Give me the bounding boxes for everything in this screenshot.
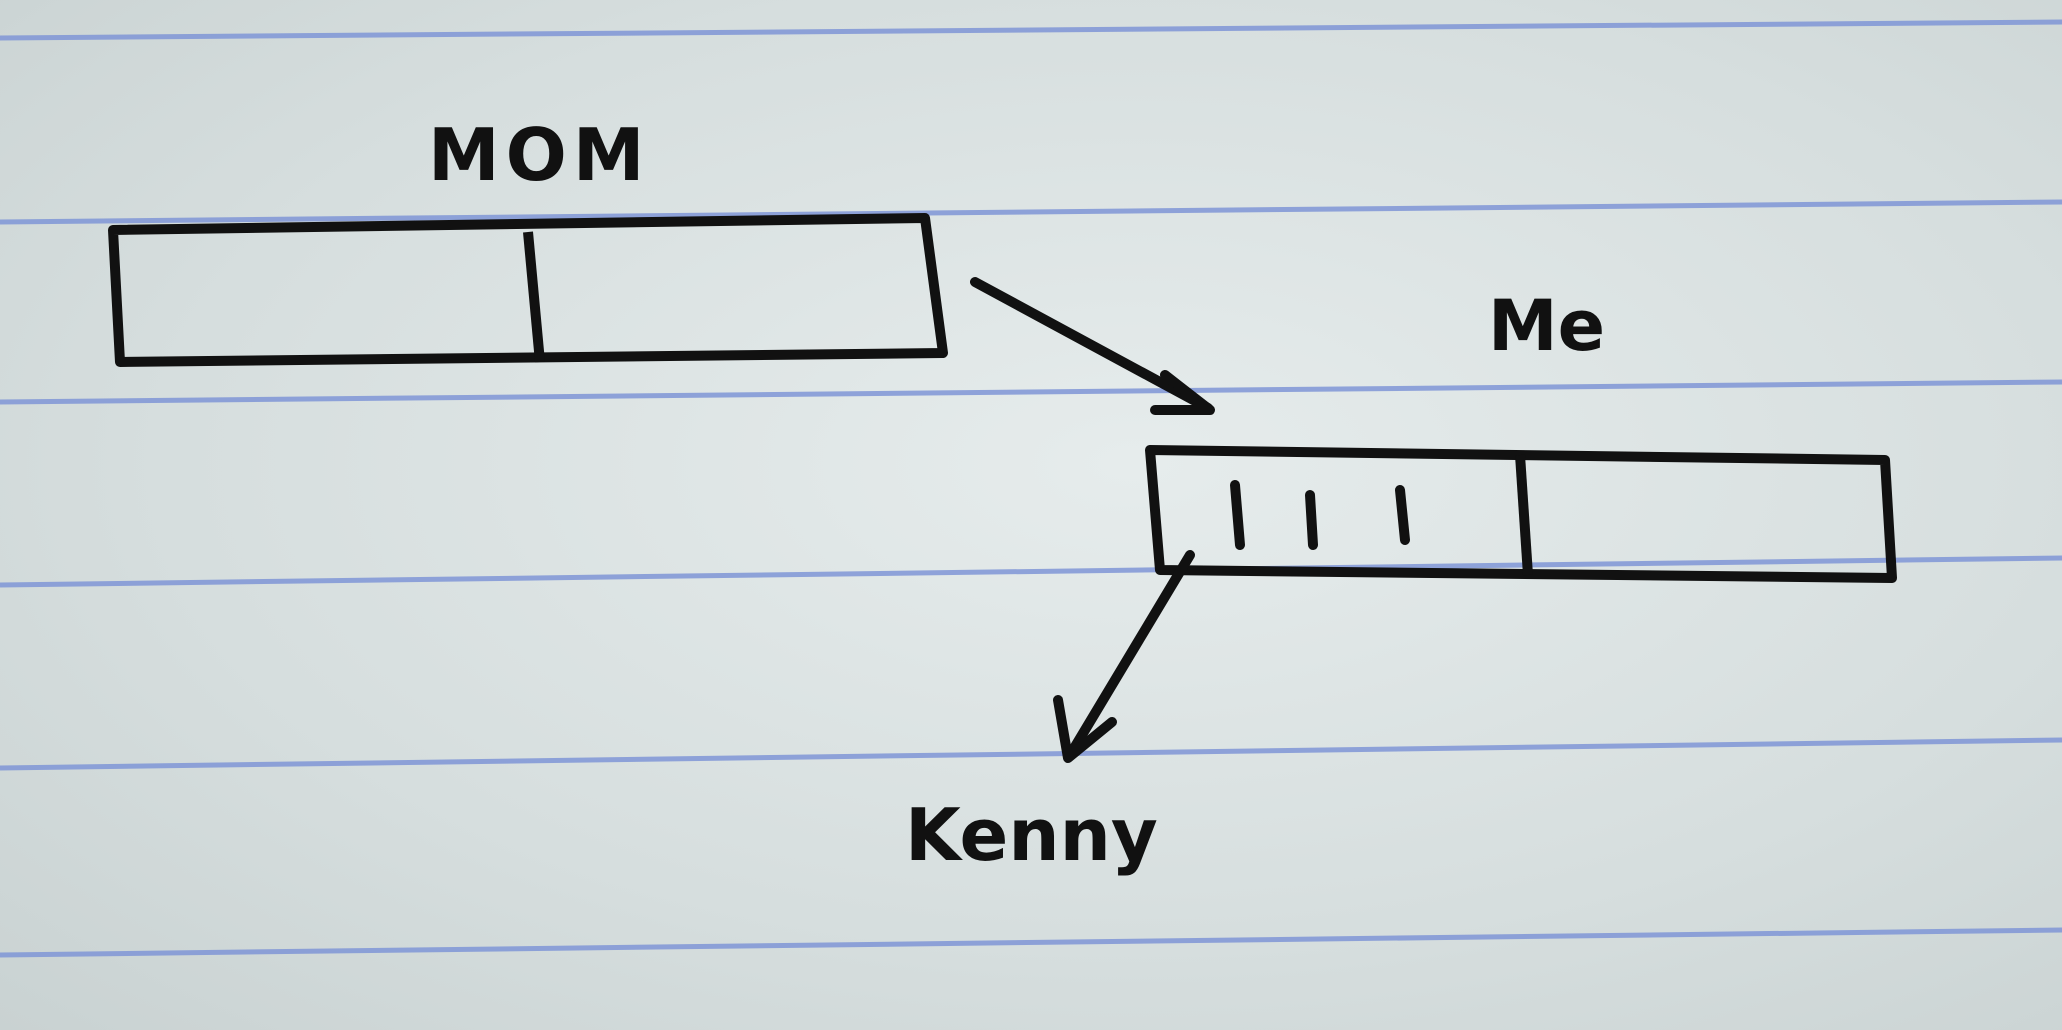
rule-line <box>0 927 2062 958</box>
rule-line <box>0 555 2062 588</box>
me-box <box>1145 445 1897 583</box>
rule-line <box>0 737 2062 771</box>
ruled-lines <box>0 19 2062 958</box>
arrow-me-to-kenny <box>1053 550 1195 763</box>
arrow-mom-to-me <box>970 277 1215 415</box>
rule-line <box>0 19 2062 41</box>
node-label-mom: MOM <box>428 113 651 197</box>
mom-box-divider <box>523 231 545 363</box>
node-label-me: Me <box>1488 285 1605 367</box>
rule-line <box>0 199 2062 225</box>
tally-marks <box>1230 480 1410 550</box>
me-box-divider <box>1515 454 1533 576</box>
rule-line <box>0 379 2062 405</box>
node-label-kenny: Kenny <box>905 793 1158 877</box>
mom-box <box>108 213 948 367</box>
